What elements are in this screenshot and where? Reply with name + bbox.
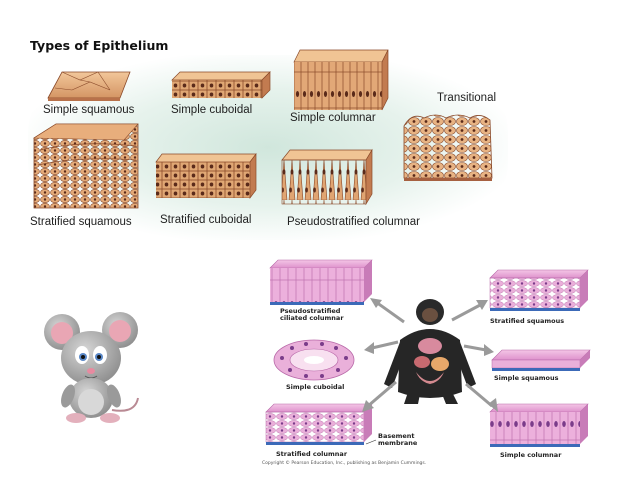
pink-stratified-squamous-tissue (489, 269, 589, 311)
simple-columnar-illustration (293, 49, 389, 111)
label-pink-pseudostratified-2: ciliated columnar (280, 314, 344, 322)
page-title: Types of Epithelium (30, 38, 169, 53)
label-pink-stratified-squamous: Stratified squamous (490, 317, 565, 325)
copyright-notice: Copyright © Pearson Education, Inc., pub… (262, 461, 427, 466)
label-pink-simple-squamous: Simple squamous (494, 374, 559, 382)
label-pink-simple-columnar: Simple columnar (500, 451, 562, 459)
label-stratified-cuboidal: Stratified cuboidal (160, 214, 252, 226)
pink-stratified-columnar-tissue (265, 403, 373, 445)
transitional-illustration (403, 114, 493, 181)
label-simple-cuboidal: Simple cuboidal (171, 104, 253, 116)
pink-simple-columnar-tissue (489, 403, 589, 447)
label-stratified-squamous: Stratified squamous (30, 216, 132, 228)
label-simple-columnar: Simple columnar (290, 112, 376, 124)
label-pink-simple-cuboidal: Simple cuboidal (286, 383, 345, 391)
pink-pseudostratified-tissue (269, 259, 373, 305)
mouse-cartoon (44, 312, 139, 423)
basement-pointer (365, 439, 377, 445)
label-basement-2: membrane (378, 439, 418, 447)
label-pseudostratified-columnar: Pseudostratified columnar (287, 216, 420, 228)
pink-simple-cuboidal-tissue (273, 339, 355, 381)
stratified-cuboidal-illustration (155, 152, 257, 200)
label-pink-stratified-columnar: Stratified columnar (276, 450, 348, 458)
pink-simple-squamous-tissue (491, 349, 591, 371)
simple-cuboidal-illustration (171, 71, 271, 99)
label-transitional: Transitional (437, 92, 497, 104)
pseudostratified-columnar-illustration (281, 148, 373, 206)
chimpanzee-organs-figure (384, 299, 476, 404)
stratified-squamous-illustration (33, 123, 139, 209)
label-pink-pseudostratified-1: Pseudostratified (280, 307, 341, 315)
label-basement-1: Basement (378, 432, 415, 440)
label-simple-squamous: Simple squamous (43, 104, 135, 116)
diagram-arrows (362, 298, 498, 412)
simple-squamous-illustration (47, 71, 131, 101)
